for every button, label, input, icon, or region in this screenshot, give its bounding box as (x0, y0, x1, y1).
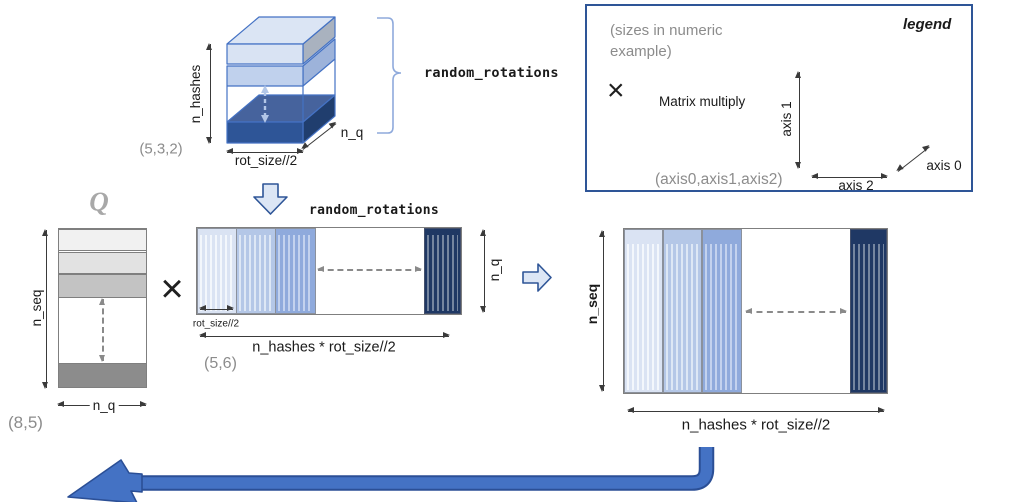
rotations-matrix-title: random_rotations (309, 203, 440, 218)
matrix-block (850, 229, 887, 393)
rotations-width-arrow (199, 332, 450, 339)
brace (377, 17, 402, 134)
matrix-block (702, 229, 742, 393)
result-width-label: n_hashes * rot_size//2 (681, 416, 831, 434)
n-hashes-arrow (206, 43, 213, 144)
legend-title: legend (903, 16, 952, 33)
rot-size-arrow (226, 148, 304, 155)
result-width-arrow (627, 407, 885, 414)
q-shape-label: (8,5) (8, 413, 43, 432)
legend-note: (sizes in numeric example) (610, 22, 723, 60)
q-height-label: n_seq (29, 286, 45, 330)
right-flow-arrow (522, 263, 552, 292)
rotations-matrix-graphic (196, 227, 462, 315)
result-gap-dashed-arrow (745, 308, 847, 315)
axis1-label: axis 1 (779, 101, 795, 137)
matrix-block (663, 229, 702, 393)
axis0-label: axis 0 (926, 158, 962, 174)
big-flow-arrow (67, 447, 715, 502)
result-height-arrow (599, 230, 606, 392)
rotations-gap-dashed-arrow (317, 266, 422, 273)
rot-block-width-arrow (199, 305, 234, 312)
axis2-label: axis 2 (838, 178, 874, 194)
rotations-width-label: n_hashes * rot_size//2 (252, 339, 396, 356)
matrix-block (275, 228, 316, 314)
legend-multiply-icon: × (607, 74, 625, 107)
q-row (59, 252, 146, 274)
down-flow-arrow (253, 183, 288, 215)
q-row (59, 363, 146, 388)
q-row (59, 274, 146, 298)
result-height-label: n_seq (583, 280, 601, 328)
random-rotations-title: random_rotations (424, 65, 559, 81)
rot-block-width-label: rot_size//2 (192, 318, 240, 330)
random-rotations-cube-graphic (226, 16, 336, 144)
cube-shape-label: (5,3,2) (139, 140, 183, 158)
rotations-height-label: n_q (487, 258, 503, 282)
matrix-block (236, 228, 276, 314)
legend-axes-tuple: (axis0,axis1,axis2) (655, 171, 783, 188)
q-row (59, 229, 146, 251)
cube-depth-label: n_q (340, 125, 364, 141)
rotations-shape-label: (5,6) (204, 355, 237, 372)
axis1-arrow (795, 71, 802, 169)
matrix-block (424, 228, 461, 314)
q-width-label: n_q (89, 398, 119, 414)
cube-width-label: rot_size//2 (234, 153, 298, 169)
q-matrix-title: Q (89, 186, 109, 217)
q-gap-dashed-arrow (99, 298, 106, 362)
cube-height-label: n_hashes (188, 64, 204, 124)
axis2-arrow (811, 173, 888, 180)
legend-multiply-label: Matrix multiply (659, 94, 746, 109)
legend-box: (sizes in numeric example) legend × Matr… (585, 4, 973, 192)
matrix-block (624, 229, 663, 393)
matrix-block (197, 228, 237, 314)
n-seq-arrow (42, 229, 49, 389)
rotations-height-arrow (480, 229, 487, 313)
multiply-icon: × (160, 267, 184, 311)
